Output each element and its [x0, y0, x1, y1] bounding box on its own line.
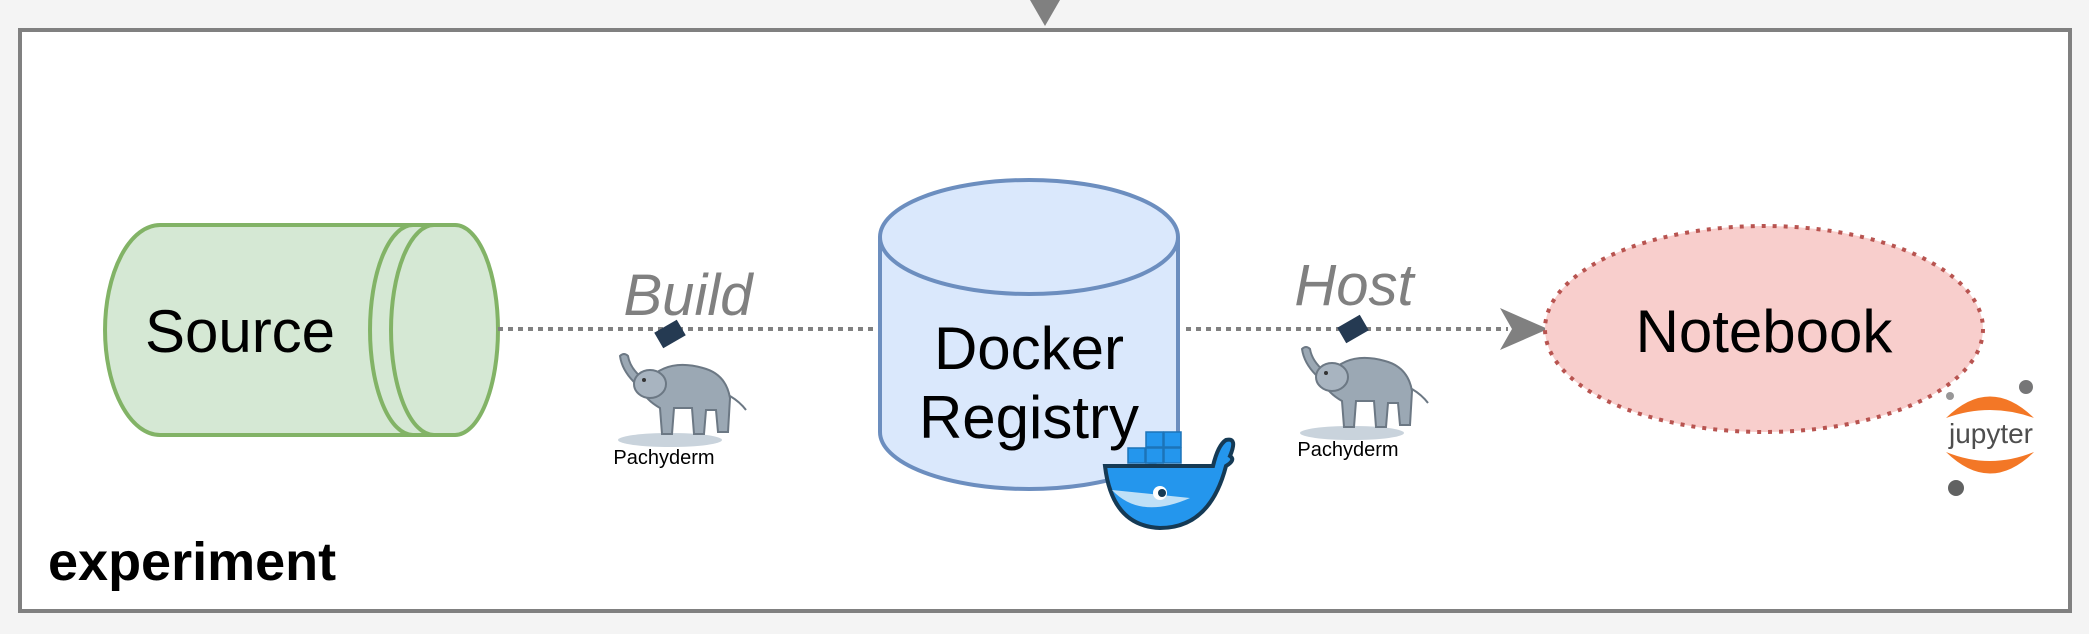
pachyderm-elephant-icon — [1300, 346, 1429, 440]
docker-whale-icon — [1102, 431, 1236, 531]
jupyter-logo-text: jupyter — [1948, 418, 2033, 449]
docker-registry-label-line1: Docker — [934, 315, 1124, 382]
host-tag-icon — [1337, 314, 1369, 344]
pachyderm-elephant-icon — [618, 353, 747, 447]
incoming-arrow-head — [1030, 0, 1060, 26]
source-label: Source — [145, 298, 335, 365]
source-node[interactable]: Source — [103, 223, 500, 437]
host-label: Host — [1294, 253, 1416, 318]
notebook-node[interactable]: Notebook — [1543, 224, 1985, 434]
docker-registry-node[interactable]: Docker Registry — [878, 178, 1180, 491]
host-tool-label: Pachyderm — [1297, 439, 1398, 461]
notebook-label: Notebook — [1636, 298, 1894, 365]
host-arrow-head — [1500, 308, 1548, 350]
build-label: Build — [624, 263, 755, 328]
build-tool-label: Pachyderm — [613, 447, 714, 469]
experiment-frame-label: experiment — [48, 532, 336, 592]
jupyter-logo-icon: jupyter — [1946, 380, 2034, 496]
build-tag-icon — [654, 319, 686, 349]
docker-registry-label-line2: Registry — [919, 384, 1139, 451]
